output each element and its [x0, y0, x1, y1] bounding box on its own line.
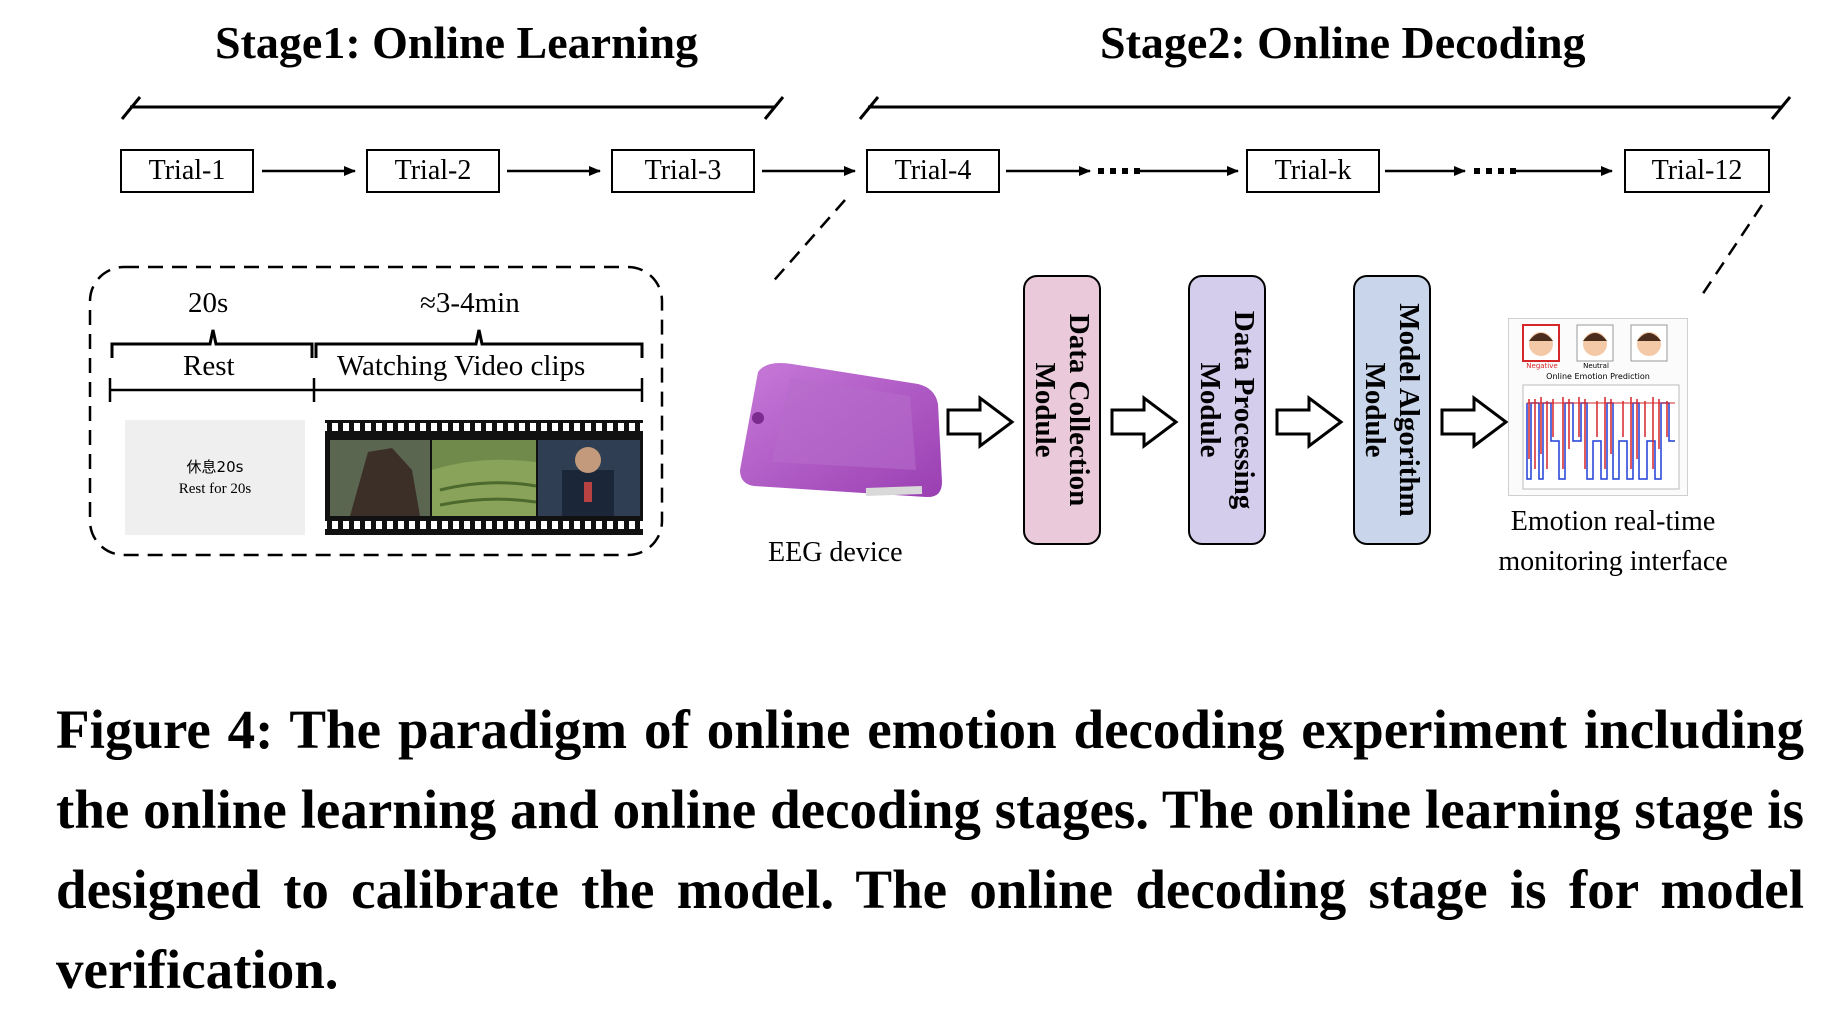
- timeline-ruler: [108, 378, 644, 402]
- monitor-graphic: [1522, 324, 1680, 490]
- pipeline-arrows: [946, 395, 1509, 449]
- eeg-device-label: EEG device: [768, 537, 903, 568]
- model-algorithm-module-label: Model Algorithm Module: [1359, 303, 1425, 517]
- duration-braces: [110, 329, 644, 358]
- learning-detail-box: [88, 265, 664, 557]
- model-algorithm-module: Model Algorithm Module: [1353, 275, 1431, 545]
- trial-box: Trial-k: [1246, 149, 1380, 193]
- zoom-dashed-lines: [769, 199, 1764, 299]
- data-collection-module: Data Collection Module: [1023, 275, 1101, 545]
- rest-duration-label: 20s: [188, 287, 229, 319]
- data-collection-module-label: Data Collection Module: [1029, 313, 1095, 507]
- data-processing-module-label: Data Processing Module: [1194, 310, 1260, 510]
- monitor-face-label-neutral: Neutral: [1583, 362, 1609, 370]
- ellipsis-dots: [1098, 168, 1516, 174]
- eeg-device-image: [740, 363, 942, 498]
- trial-box: Trial-1: [120, 149, 254, 193]
- rest-screen-text-en: Rest for 20s: [178, 480, 252, 497]
- data-processing-module: Data Processing Module: [1188, 275, 1266, 545]
- trial-box: Trial-2: [366, 149, 500, 193]
- video-label: Watching Video clips: [337, 350, 586, 382]
- stage2-bracket: [858, 96, 1792, 120]
- video-film-strip: [325, 420, 643, 535]
- rest-screen-image: 休息20s Rest for 20s: [125, 420, 305, 535]
- video-duration-label: ≈3-4min: [420, 287, 520, 319]
- figure-caption: Figure 4: The paradigm of online emotion…: [56, 699, 1804, 1000]
- rest-screen-text-cn: 休息20s: [186, 457, 244, 476]
- rest-label: Rest: [183, 350, 235, 382]
- interface-label-line1: Emotion real-time: [1510, 506, 1716, 537]
- trial-box: Trial-12: [1624, 149, 1770, 193]
- stage1-title: Stage1: Online Learning: [215, 17, 699, 68]
- interface-label-line2: monitoring interface: [1498, 546, 1728, 577]
- stage1-bracket: [120, 96, 785, 120]
- trial-box: Trial-3: [611, 149, 755, 193]
- monitor-face-label-negative: Negative: [1526, 362, 1558, 370]
- emotion-monitor-screenshot: Negative Neutral Online Emotion Predicti…: [1508, 318, 1688, 496]
- stage2-title: Stage2: Online Decoding: [1100, 17, 1586, 68]
- monitor-title: Online Emotion Prediction: [1546, 372, 1650, 381]
- trial-box: Trial-4: [866, 149, 1000, 193]
